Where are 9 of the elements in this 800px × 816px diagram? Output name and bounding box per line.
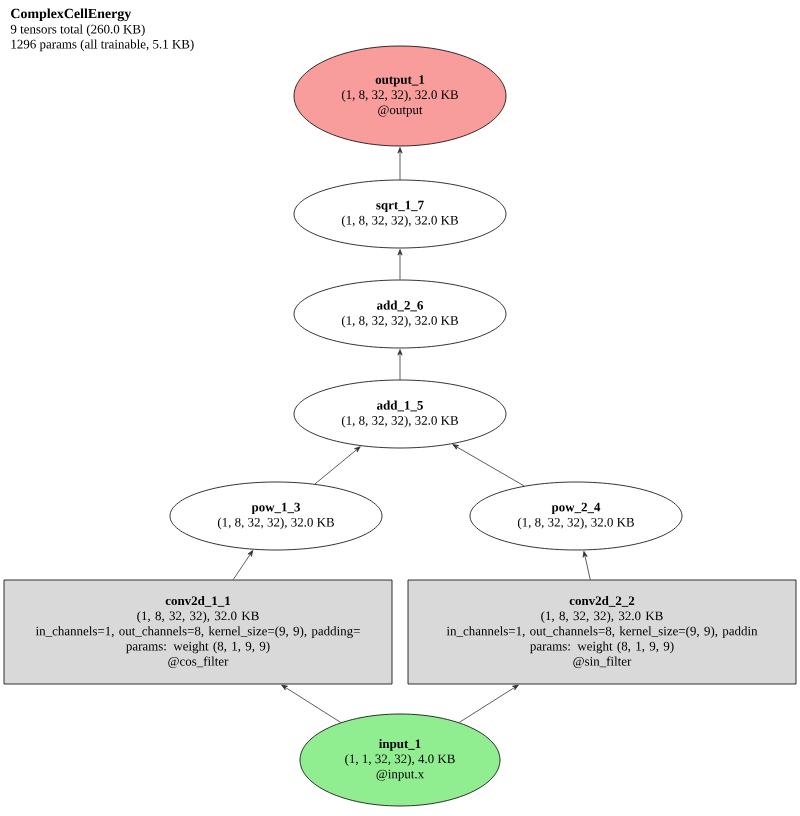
arrow <box>232 550 254 580</box>
arrow <box>452 444 525 487</box>
arrow <box>397 147 403 180</box>
arrow <box>281 684 342 723</box>
arrow <box>314 446 361 485</box>
arrow <box>397 349 403 380</box>
arrow <box>397 249 403 280</box>
arrow <box>458 684 519 723</box>
arrow <box>582 551 591 580</box>
